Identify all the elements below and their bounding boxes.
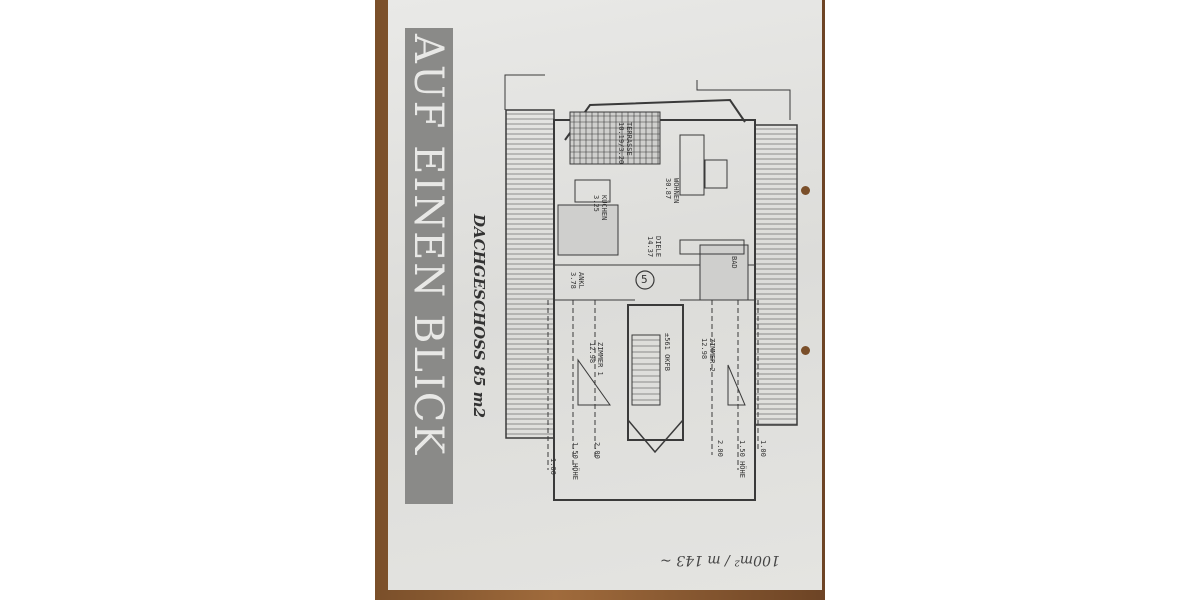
building-outline: [553, 119, 756, 501]
dimension-label: 1.00: [549, 458, 557, 475]
dimension-label: 2.00: [593, 442, 601, 459]
roof-left: [505, 109, 555, 439]
punch-hole: [801, 186, 810, 195]
handwritten-note: 100m² / m 143 ~: [660, 552, 780, 568]
terrace: [569, 111, 661, 165]
level-marker: ±561 OKFB: [663, 333, 671, 371]
unit-number: 5: [641, 273, 648, 286]
roof-right: [754, 124, 798, 426]
punch-hole: [801, 346, 810, 355]
title-banner: [405, 28, 453, 504]
dimension-label: 2.00: [716, 440, 724, 457]
floor-plan-sheet: [388, 0, 822, 590]
dimension-label: 1.00: [759, 440, 767, 457]
room-label-bad: BAD: [730, 256, 738, 269]
dimension-label: 1.50 HÖHE: [738, 440, 746, 478]
dimension-label: 1.50 HÖHE: [571, 442, 579, 480]
